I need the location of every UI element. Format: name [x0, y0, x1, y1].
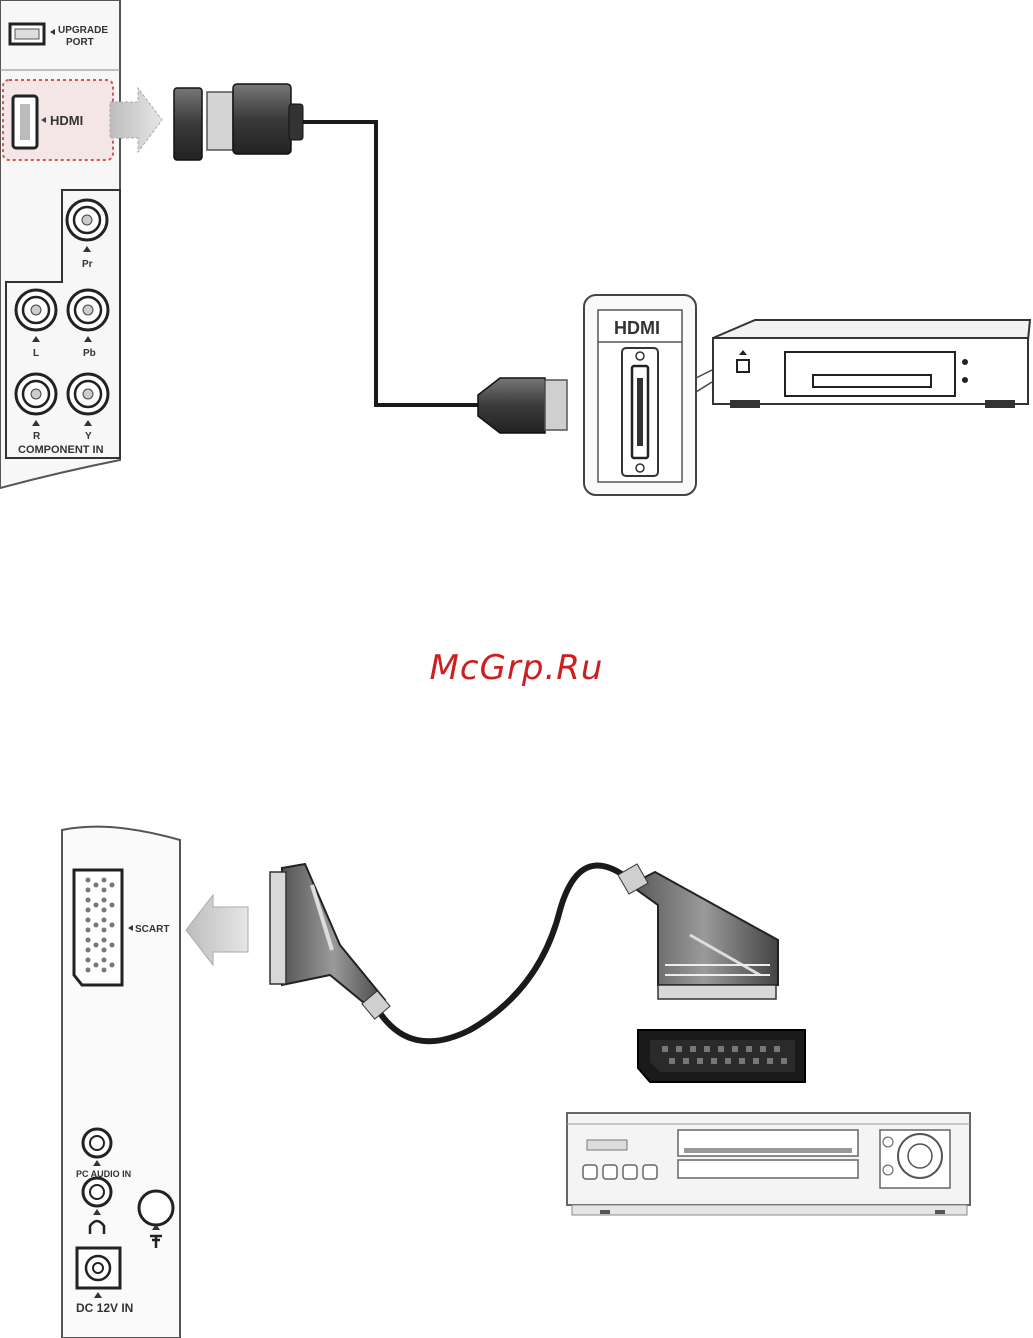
audio-l-jack: [16, 290, 56, 330]
hdmi-plug-tv-end: [174, 84, 303, 160]
tv-side-panel-top: UPGRADE PORT HDMI Pr: [0, 0, 162, 488]
hdmi-plug-device-end: [478, 378, 567, 433]
scart-insert-arrow: [186, 895, 248, 965]
pc-audio-label: PC AUDIO IN: [76, 1169, 131, 1179]
pb-label: Pb: [83, 348, 96, 359]
pb-jack: [68, 290, 108, 330]
vcr-device: [567, 1113, 970, 1215]
scart-plug-device-end: [618, 864, 778, 999]
scart-socket-device: [638, 1030, 805, 1082]
r-label: R: [33, 431, 41, 442]
l-label: L: [33, 348, 39, 359]
tv-side-panel-bottom: SCART PC AUDIO IN DC 12V I: [62, 827, 180, 1338]
pr-jack: [67, 200, 107, 240]
y-label: Y: [85, 431, 92, 442]
hdmi-inset: HDMI: [584, 295, 712, 495]
scart-cable: [270, 864, 778, 1041]
upgrade-port-label-line1: UPGRADE: [58, 25, 108, 36]
hdmi-port-label: HDMI: [50, 113, 83, 128]
hdmi-port: HDMI: [3, 80, 113, 160]
pr-label: Pr: [82, 259, 93, 270]
hdmi-cable: [174, 84, 567, 433]
watermark: McGrp.Ru: [0, 648, 1033, 688]
scart-label: SCART: [135, 924, 169, 935]
dc-in-label: DC 12V IN: [76, 1301, 133, 1315]
audio-r-jack: [16, 374, 56, 414]
scart-plug-tv-end: [270, 864, 390, 1019]
hdmi-inset-label: HDMI: [614, 318, 660, 338]
dvd-player: [713, 320, 1030, 408]
upgrade-port-label-line2: PORT: [66, 37, 94, 48]
y-jack: [68, 374, 108, 414]
component-in-label: COMPONENT IN: [18, 444, 104, 456]
